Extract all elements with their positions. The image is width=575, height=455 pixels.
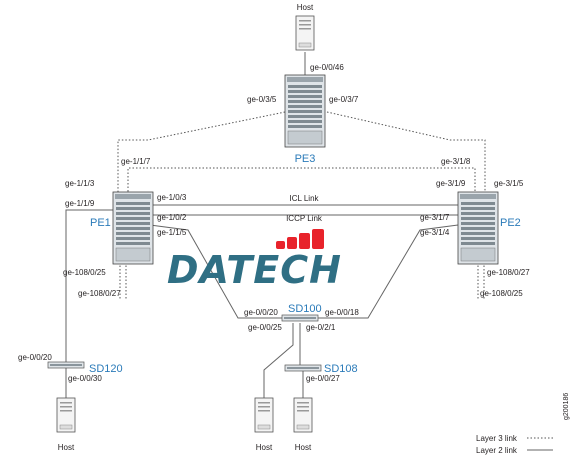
switch-sd120: SD120	[47, 361, 123, 375]
legend-layer2-label: Layer 2 link	[476, 446, 518, 455]
port-label: ge-1/0/2	[157, 213, 187, 222]
switch-icon	[284, 364, 322, 372]
router-icon	[284, 74, 326, 148]
port-label: ge-3/1/9	[436, 179, 466, 188]
link-pe3-pe1	[117, 111, 286, 195]
iccp-link-label: ICCP Link	[286, 214, 323, 223]
host-mid1: Host	[254, 397, 274, 452]
server-icon	[295, 15, 315, 51]
port-label: ge-0/0/20	[244, 308, 278, 317]
server-icon	[254, 397, 274, 433]
port-label: ge-1/0/3	[157, 193, 187, 202]
switch-label: SD108	[324, 363, 358, 375]
port-label: ge-0/2/1	[306, 323, 336, 332]
port-label: ge-3/1/8	[441, 157, 471, 166]
switch-sd108: SD108	[284, 363, 358, 375]
link-pe1-sd120	[65, 209, 115, 362]
router-icon	[112, 191, 154, 265]
port-label: ge-1/1/7	[121, 157, 151, 166]
server-icon	[293, 397, 313, 433]
host-left: Host	[56, 397, 76, 452]
port-label: ge-0/0/20	[18, 353, 52, 362]
router-label: PE2	[500, 217, 521, 229]
port-label: ge-0/0/18	[325, 308, 359, 317]
logo-text: DATECH	[167, 248, 342, 292]
switch-icon	[47, 361, 85, 369]
host-label: Host	[295, 443, 312, 452]
host-label: Host	[256, 443, 273, 452]
port-label: ge-0/0/27	[306, 374, 340, 383]
switch-label: SD120	[89, 363, 123, 375]
port-label: ge-0/0/30	[68, 374, 102, 383]
host-mid2: Host	[293, 397, 313, 452]
port-label: ge-108/0/27	[487, 268, 530, 277]
port-label: ge-0/0/25	[248, 323, 282, 332]
router-pe2: PE2	[457, 191, 521, 265]
figure-id: g200186	[563, 393, 570, 420]
host-label: Host	[58, 443, 75, 452]
layer2-links	[65, 52, 459, 398]
link-pe3-pe2	[326, 111, 486, 195]
router-label: PE1	[90, 217, 111, 229]
port-label: ge-0/3/5	[247, 95, 277, 104]
router-pe1: PE1	[90, 191, 154, 265]
port-label: ge-0/3/7	[329, 95, 359, 104]
link-pe2-down	[477, 262, 485, 300]
switch-icon	[281, 314, 319, 322]
server-icon	[56, 397, 76, 433]
host-label: Host	[297, 3, 314, 12]
datech-logo: DATECH	[167, 229, 342, 292]
port-label: ge-1/1/5	[157, 228, 187, 237]
port-label: ge-0/0/46	[310, 63, 344, 72]
link-pe1-down	[119, 262, 127, 300]
link-pe2-sd100	[318, 224, 459, 319]
port-labels: ge-0/0/46 ge-0/3/5 ge-0/3/7 ge-1/1/7 ge-…	[18, 63, 530, 383]
layer3-links	[117, 111, 486, 300]
logo-mark-icon	[276, 229, 324, 249]
switch-sd100: SD100	[281, 303, 322, 322]
router-pe3: PE3	[284, 74, 326, 165]
legend-layer3-label: Layer 3 link	[476, 434, 518, 443]
port-label: ge-108/0/25	[480, 289, 523, 298]
link-pe1-pe2-top	[127, 167, 476, 195]
port-label: ge-3/1/4	[420, 228, 450, 237]
router-icon	[457, 191, 499, 265]
port-label: ge-1/1/9	[65, 199, 95, 208]
icl-link-label: ICL Link	[289, 194, 319, 203]
switch-label: SD100	[288, 303, 322, 315]
port-label: ge-1/1/3	[65, 179, 95, 188]
link-sd100-host1	[263, 323, 294, 398]
port-label: ge-3/1/5	[494, 179, 524, 188]
host-top: Host	[295, 3, 315, 51]
port-label: ge-3/1/7	[420, 213, 450, 222]
legend: Layer 3 link Layer 2 link g200186	[476, 393, 570, 455]
router-label: PE3	[295, 153, 316, 165]
link-pe1-sd100	[149, 224, 282, 319]
port-label: ge-108/0/25	[63, 268, 106, 277]
port-label: ge-108/0/27	[78, 289, 121, 298]
